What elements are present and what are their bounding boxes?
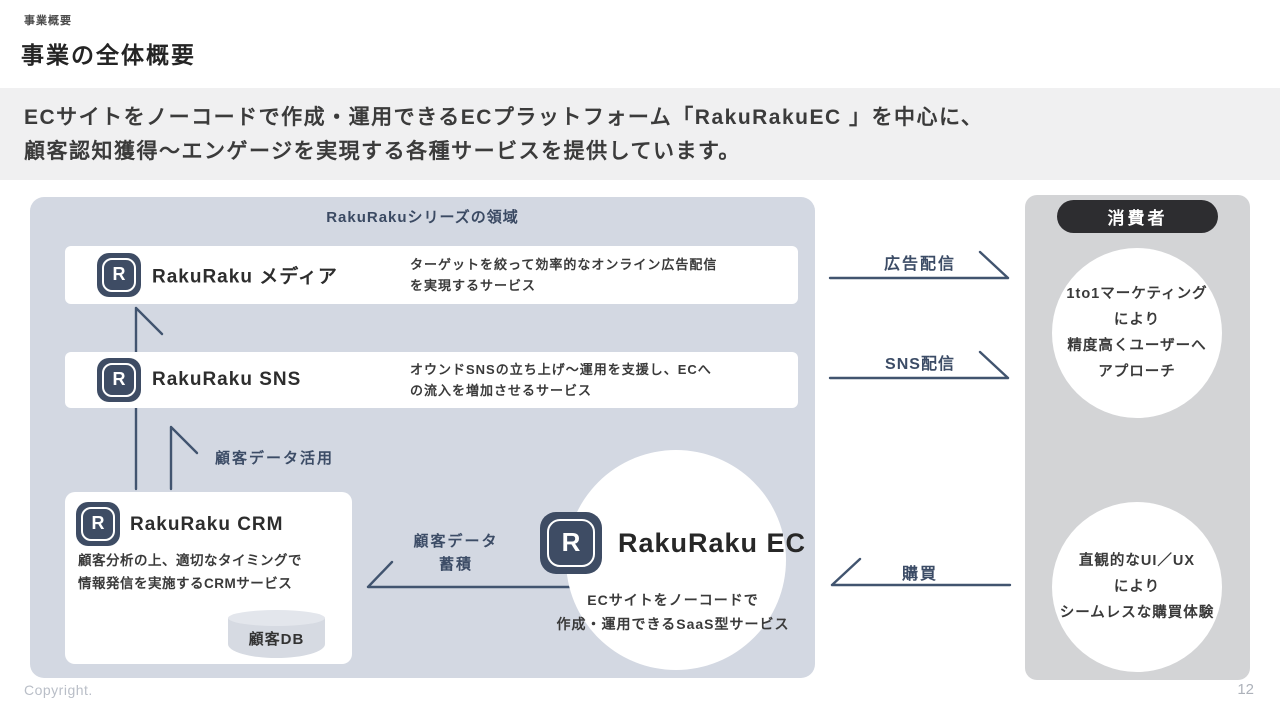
flow-label-data-accumulation-line1: 顧客データ (413, 533, 499, 550)
rakuraku-series-area-label: RakuRakuシリーズの領域 (326, 209, 519, 226)
consumer-panel: 消費者 1to1マーケティング により 精度高くユーザーへ アプローチ 直観的な… (1025, 195, 1250, 680)
consumer-benefit-2-line2: により (1113, 579, 1161, 595)
service-name-media: RakuRaku メディア (152, 266, 338, 288)
service-desc-sns-line2: の流入を増加させるサービス (410, 383, 593, 398)
rakuraku-logo-icon: R (540, 512, 602, 574)
rakuraku-logo-frame: R (101, 362, 137, 398)
service-name-crm: RakuRaku CRM (130, 514, 284, 535)
consumer-benefit-1-line1: 1to1マーケティング (1066, 286, 1208, 302)
rakuraku-logo-letter: R (112, 369, 126, 390)
consumer-benefit-2-text: 直観的なUI／UX により シームレスな購買体験 (1060, 548, 1215, 626)
slide-eyebrow: 事業概要 (24, 15, 72, 27)
consumer-benefit-circle-1: 1to1マーケティング により 精度高くユーザーへ アプローチ (1052, 248, 1222, 418)
service-name-sns: RakuRaku SNS (152, 369, 302, 390)
rakuraku-logo-letter: R (112, 264, 126, 285)
flow-label-data-accumulation-line2: 蓄積 (438, 556, 473, 573)
consumer-benefit-2-line3: シームレスな購買体験 (1059, 605, 1215, 621)
consumer-benefit-1-line3: 精度高くユーザーへ (1067, 338, 1207, 354)
consumer-badge: 消費者 (1057, 200, 1218, 233)
summary-banner: ECサイトをノーコードで作成・運用できるECプラットフォーム「RakuRakuE… (0, 88, 1280, 180)
rakuraku-logo-frame: R (80, 506, 116, 542)
customer-db-cylinder: 顧客DB (228, 610, 325, 658)
rakuraku-logo-icon: R (97, 358, 141, 402)
rakuraku-logo-icon: R (97, 253, 141, 297)
flow-label-data-accumulation: 顧客データ 蓄積 (396, 530, 516, 576)
customer-db-label: 顧客DB (248, 631, 305, 648)
service-desc-crm-line2: 情報発信を実施するCRMサービス (78, 576, 293, 591)
service-desc-ec-line2: 作成・運用できるSaaS型サービス (556, 616, 790, 632)
channel-label-purchase: 購買 (901, 566, 938, 583)
customer-db-top (228, 610, 325, 626)
flow-label-data-usage: 顧客データ活用 (215, 450, 335, 467)
summary-banner-line2: 顧客認知獲得〜エンゲージを実現する各種サービスを提供しています。 (24, 140, 741, 163)
consumer-benefit-2-line1: 直観的なUI／UX (1078, 553, 1196, 569)
service-card-media: R RakuRaku メディア ターゲットを絞って効率的なオンライン広告配信 を… (65, 246, 798, 304)
page-title: 事業の全体概要 (21, 42, 196, 68)
rakuraku-logo-icon: R (76, 502, 120, 546)
service-desc-media-line2: を実現するサービス (410, 278, 537, 293)
service-name-ec: RakuRaku EC (618, 528, 807, 558)
rakuraku-logo-frame: R (101, 257, 137, 293)
service-desc-ec: ECサイトをノーコードで 作成・運用できるSaaS型サービス (523, 588, 823, 636)
service-circle-ec (566, 450, 786, 670)
service-desc-crm-line1: 顧客分析の上、適切なタイミングで (78, 553, 302, 568)
consumer-benefit-1-line4: アプローチ (1098, 364, 1176, 380)
consumer-benefit-circle-2: 直観的なUI／UX により シームレスな購買体験 (1052, 502, 1222, 672)
rakuraku-logo-frame: R (547, 519, 595, 567)
service-desc-sns-line1: オウンドSNSの立ち上げ〜運用を支援し、ECへ (410, 362, 712, 377)
page-number: 12 (1237, 681, 1254, 698)
service-desc-crm: 顧客分析の上、適切なタイミングで 情報発信を実施するCRMサービス (78, 549, 302, 595)
copyright-text: Copyright. (24, 682, 93, 698)
summary-banner-line1: ECサイトをノーコードで作成・運用できるECプラットフォーム「RakuRakuE… (24, 106, 984, 129)
service-desc-sns: オウンドSNSの立ち上げ〜運用を支援し、ECへ の流入を増加させるサービス (410, 359, 712, 401)
consumer-benefit-1-text: 1to1マーケティング により 精度高くユーザーへ アプローチ (1066, 281, 1207, 385)
service-desc-ec-line1: ECサイトをノーコードで (587, 592, 759, 608)
consumer-benefit-1-line2: により (1113, 312, 1161, 328)
service-card-sns: R RakuRaku SNS オウンドSNSの立ち上げ〜運用を支援し、ECへ の… (65, 352, 798, 408)
channel-label-sns: SNS配信 (885, 356, 955, 373)
service-desc-media-line1: ターゲットを絞って効率的なオンライン広告配信 (410, 257, 718, 272)
service-card-crm: R RakuRaku CRM 顧客分析の上、適切なタイミングで 情報発信を実施す… (65, 492, 352, 664)
rakuraku-logo-letter: R (91, 513, 105, 534)
service-desc-media: ターゲットを絞って効率的なオンライン広告配信 を実現するサービス (410, 254, 717, 296)
channel-label-ads: 広告配信 (883, 256, 956, 273)
rakuraku-logo-letter: R (561, 527, 581, 558)
